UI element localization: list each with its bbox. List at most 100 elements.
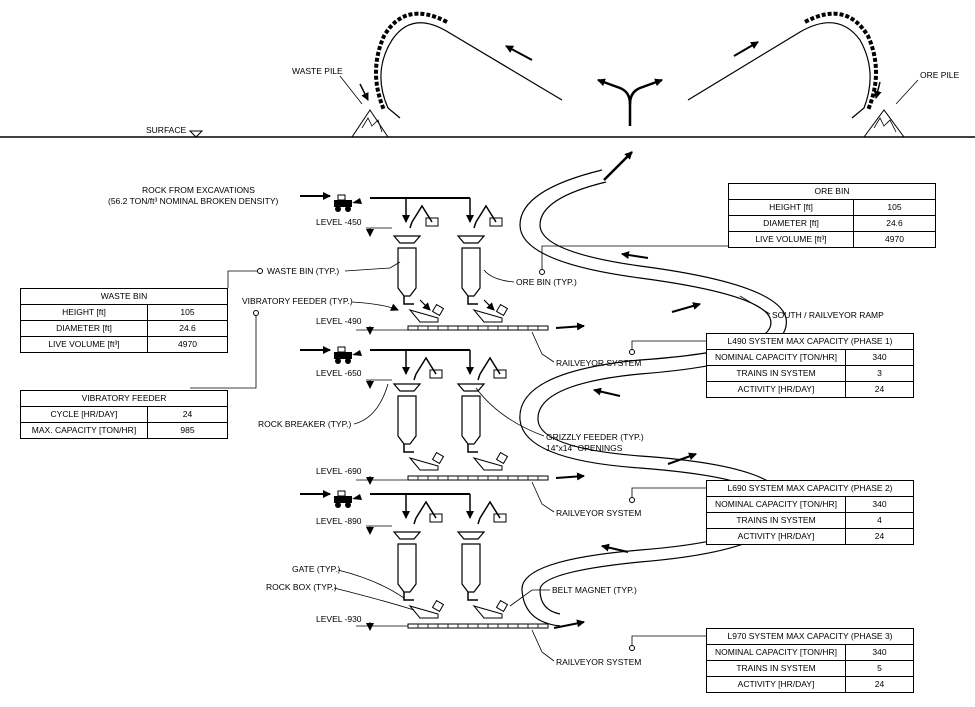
waste-bin-title: WASTE BIN (20, 288, 228, 305)
table-cell: LIVE VOLUME [ft³] (728, 231, 854, 248)
vibratory-feeder-table: VIBRATORY FEEDER CYCLE [HR/DAY]24 MAX. C… (20, 390, 228, 439)
belt-magnet-leader (509, 589, 550, 607)
table-cell: 5 (845, 660, 914, 677)
table-cell: TRAINS IN SYSTEM (706, 660, 846, 677)
table-cell: NOMINAL CAPACITY [TON/HR] (706, 644, 846, 661)
table-cell: CYCLE [HR/DAY] (20, 406, 148, 423)
waste-pile-shape (351, 109, 389, 138)
ramp-arrow-5 (601, 543, 629, 553)
rock-from-excavations-line1: ROCK FROM EXCAVATIONS (142, 185, 255, 195)
waste-bin-table-link (227, 270, 258, 288)
rock-box-leader (333, 587, 415, 611)
l690-title: L690 SYSTEM MAX CAPACITY (PHASE 2) (706, 480, 914, 497)
table-cell: 4970 (147, 336, 228, 353)
l970-capacity-table: L970 SYSTEM MAX CAPACITY (PHASE 3) NOMIN… (706, 628, 914, 693)
table-cell: ACTIVITY [HR/DAY] (706, 528, 846, 545)
table-cell: 24.6 (853, 215, 936, 232)
table-cell: TRAINS IN SYSTEM (706, 512, 846, 529)
ramp-arrow-1 (621, 251, 649, 260)
level-label-490: LEVEL -490 (316, 316, 362, 326)
ore-pile-shape (863, 109, 905, 138)
left-conveyor-belt (374, 11, 448, 111)
table-cell: LIVE VOLUME [ft³] (20, 336, 148, 353)
surface-marker (188, 130, 204, 138)
l970-link (631, 635, 706, 645)
railveyor-system-callout-3: RAILVEYOR SYSTEM (556, 657, 641, 667)
ore-pile-label: ORE PILE (920, 70, 960, 80)
ramp-label: SOUTH / RAILVEYOR RAMP (772, 310, 884, 320)
table-cell: 985 (147, 422, 228, 439)
railveyor-system-leader-1 (531, 331, 555, 363)
railveyor-system-callout-1: RAILVEYOR SYSTEM (556, 358, 641, 368)
ore-bin-table-link (541, 245, 728, 269)
table-cell: 24 (845, 676, 914, 693)
ore-bin-callout: ORE BIN (TYP.) (516, 277, 577, 287)
splitter-stem (597, 78, 632, 126)
table-cell: DIAMETER [ft] (728, 215, 854, 232)
table-cell: 105 (147, 304, 228, 321)
level-label-690: LEVEL -690 (316, 466, 362, 476)
rock-breaker-callout: ROCK BREAKER (TYP.) (258, 419, 352, 429)
rock-from-excavations-line2: (56.2 TON/ft³ NOMINAL BROKEN DENSITY) (108, 196, 279, 206)
waste-pile-arrow (359, 83, 369, 101)
l690-capacity-table: L690 SYSTEM MAX CAPACITY (PHASE 2) NOMIN… (706, 480, 914, 545)
table-cell: ACTIVITY [HR/DAY] (706, 381, 846, 398)
level-block-3 (333, 490, 549, 631)
ramp-arrow-3 (593, 387, 621, 397)
railveyor-system-callout-2: RAILVEYOR SYSTEM (556, 508, 641, 518)
table-cell: 4970 (853, 231, 936, 248)
right-conveyor-belt (804, 11, 878, 111)
gate-leader (337, 569, 405, 599)
ramp-top-arrow (603, 151, 633, 181)
vibratory-feeder-callout-dot (253, 310, 259, 316)
level-label-650: LEVEL -650 (316, 368, 362, 378)
l690-link (631, 487, 706, 497)
vibratory-feeder-callout: VIBRATORY FEEDER (TYP.) (242, 296, 353, 306)
waste-pile-label: WASTE PILE (292, 66, 343, 76)
belt-magnet-callout: BELT MAGNET (TYP.) (552, 585, 637, 595)
grizzly-feeder-callout-2: 14"x14" OPENINGS (546, 443, 623, 453)
table-cell: DIAMETER [ft] (20, 320, 148, 337)
l690-link-dot (629, 497, 635, 503)
table-cell: 4 (845, 512, 914, 529)
l970-link-dot (629, 645, 635, 651)
ramp-inner (537, 181, 787, 615)
railveyor-system-leader-3 (531, 629, 555, 662)
waste-bin-callout-dot (257, 268, 263, 274)
ramp-leader (739, 295, 771, 315)
table-cell: 105 (853, 199, 936, 216)
vibratory-feeder-table-link (190, 316, 257, 389)
l970-title: L970 SYSTEM MAX CAPACITY (PHASE 3) (706, 628, 914, 645)
table-cell: 24 (845, 528, 914, 545)
splitter-right (628, 78, 663, 105)
waste-pile-rocks (361, 117, 383, 133)
ore-pile-arrow (873, 81, 882, 99)
grizzly-feeder-callout-1: GRIZZLY FEEDER (TYP.) (546, 432, 644, 442)
level-block-1 (333, 194, 585, 335)
waste-pile-leader (339, 75, 363, 105)
waste-bin-callout-leader (344, 261, 401, 272)
level-label-930: LEVEL -930 (316, 614, 362, 624)
table-cell: 340 (845, 496, 914, 513)
waste-bin-table: WASTE BIN HEIGHT [ft]105 DIAMETER [ft]24… (20, 288, 228, 353)
ore-bin-callout-leader (483, 269, 515, 283)
ore-pile-leader (895, 79, 919, 105)
l490-link-dot (629, 349, 635, 355)
vibratory-feeder-title: VIBRATORY FEEDER (20, 390, 228, 407)
table-cell: 340 (845, 644, 914, 661)
ore-pile-rocks (873, 117, 897, 133)
level-label-450: LEVEL -450 (316, 217, 362, 227)
l490-link (631, 340, 706, 349)
table-cell: HEIGHT [ft] (728, 199, 854, 216)
ramp-arrow-2 (671, 302, 701, 313)
grizzly-feeder-leader (475, 387, 545, 437)
right-conveyor-loop (687, 22, 871, 119)
table-cell: HEIGHT [ft] (20, 304, 148, 321)
table-cell: NOMINAL CAPACITY [TON/HR] (706, 496, 846, 513)
level-block-2 (333, 346, 585, 485)
railveyor-system-leader-2 (531, 481, 555, 513)
ramp-outer (519, 169, 772, 627)
ore-bin-table: ORE BIN HEIGHT [ft]105 DIAMETER [ft]24.6… (728, 183, 936, 248)
